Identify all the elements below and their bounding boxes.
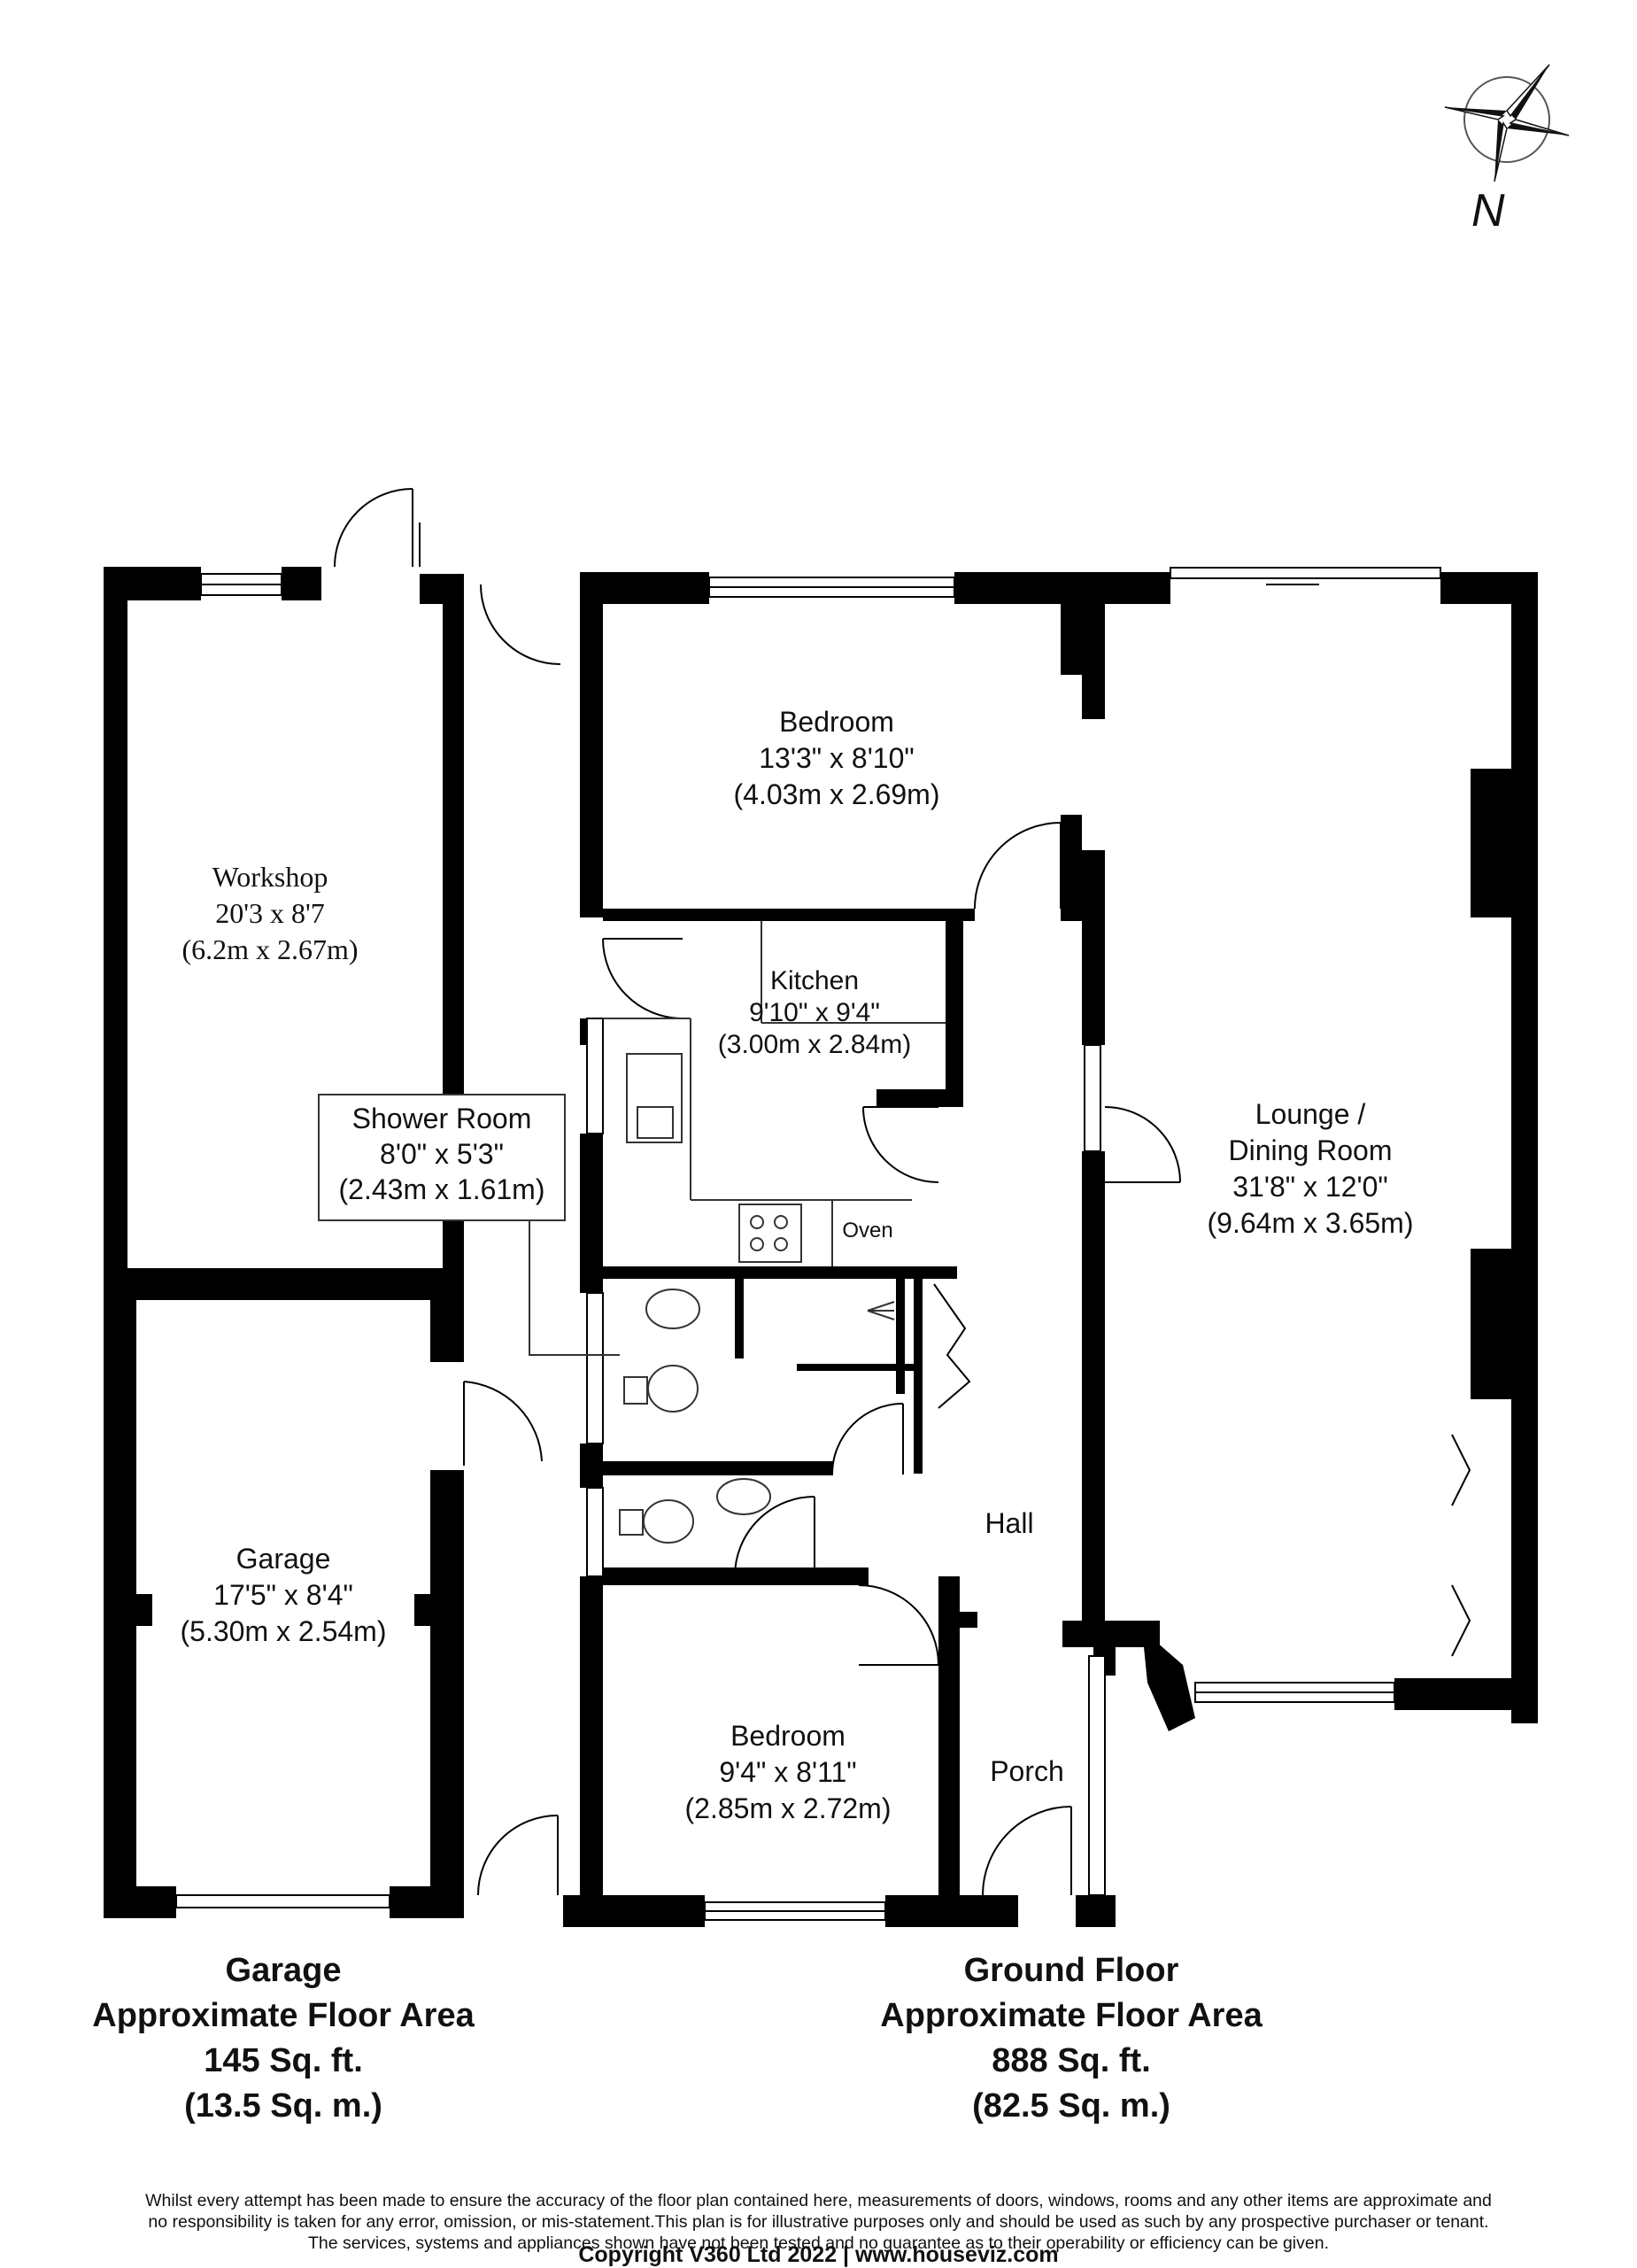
room-dims-metric: (2.43m x 1.61m) [338,1173,545,1205]
disclaimer-line-2: no responsibility is taken for any error… [148,2211,1489,2232]
area-sqm: (13.5 Sq. m.) [184,2086,382,2125]
area-title: Garage [225,1952,342,1989]
room-label-garage: Garage 17'5" x 8'4" (5.30m x 2.54m) [151,1541,416,1650]
room-dims-imperial: 31'8" x 12'0" [1232,1170,1388,1203]
room-dims-imperial: 9'10" x 9'4" [749,998,880,1027]
compass-north-label: N [1471,185,1505,236]
room-label-kitchen: Kitchen 9'10" x 9'4" (3.00m x 2.84m) [691,965,938,1061]
ground-floor-area: Ground Floor Approximate Floor Area 888 … [850,1948,1293,2129]
workshop-walls [104,567,464,1302]
area-title: Ground Floor [963,1952,1179,1989]
room-name: Garage [236,1543,331,1575]
workshop-door [334,488,421,568]
room-name: Bedroom [779,706,894,738]
room-dims-imperial: 8'0" x 5'3" [380,1138,504,1170]
room-name: Kitchen [769,966,860,995]
room-dims-metric: (5.30m x 2.54m) [180,1614,387,1647]
room-dims-metric: (6.2m x 2.67m) [181,933,359,965]
house-doors [477,584,1471,1896]
bathroom-fittings [619,1289,895,1544]
house-windows [586,567,1441,1921]
room-name-line1: Lounge / [1255,1098,1366,1130]
room-label-bedroom-2: Bedroom 9'4" x 8'11" (2.85m x 2.72m) [655,1718,921,1827]
area-sqm: (82.5 Sq. m.) [972,2086,1170,2125]
area-sqft: 888 Sq. ft. [992,2041,1151,2079]
room-dims-metric: (3.00m x 2.84m) [717,1030,912,1059]
room-label-bedroom-1: Bedroom 13'3" x 8'10" (4.03m x 2.69m) [708,704,965,813]
room-dims-imperial: 13'3" x 8'10" [759,741,915,774]
room-dims-imperial: 9'4" x 8'11" [719,1755,857,1788]
room-label-workshop: Workshop 20'3 x 8'7 (6.2m x 2.67m) [151,859,390,968]
area-sqft: 145 Sq. ft. [204,2041,363,2079]
workshop-window-top [200,573,282,596]
room-dims-imperial: 20'3 x 8'7 [215,896,325,929]
kitchen-fittings [603,921,946,1266]
garage-door-window [175,1894,390,1908]
area-subtitle: Approximate Floor Area [92,1996,475,2034]
room-name: Shower Room [351,1103,532,1134]
room-label-porch: Porch [990,1755,1064,1787]
garage-floor-area: Garage Approximate Floor Area 145 Sq. ft… [62,1948,505,2129]
house-walls [563,572,1538,1927]
disclaimer: Whilst every attempt has been made to en… [18,2191,1619,2254]
room-label-lounge: Lounge / Dining Room 31'8" x 12'0" (9.64… [1169,1096,1452,1242]
room-dims-metric: (9.64m x 3.65m) [1207,1206,1414,1239]
room-label-hall: Hall [985,1507,1034,1539]
disclaimer-line-3: The services, systems and appliances sho… [307,2233,1329,2253]
room-name: Workshop [212,861,328,893]
garage-walls [104,1300,464,1918]
room-dims-metric: (2.85m x 2.72m) [684,1792,892,1824]
oven-label: Oven [842,1219,893,1242]
garage-side-door [463,1381,543,1466]
compass-rose-icon [1444,64,1570,182]
copyright: Copyright V360 Ltd 2022 | www.houseviz.c… [578,2242,1059,2267]
shower-room-leader [318,1094,620,1356]
disclaimer-line-1: Whilst every attempt has been made to en… [145,2191,1492,2210]
area-subtitle: Approximate Floor Area [880,1996,1262,2034]
room-dims-imperial: 17'5" x 8'4" [213,1578,353,1611]
lounge-chimney [1471,769,1511,1399]
room-name-line2: Dining Room [1228,1134,1393,1166]
room-name: Bedroom [730,1720,846,1752]
room-dims-metric: (4.03m x 2.69m) [733,778,940,810]
room-label-shower-room: Shower Room 8'0" x 5'3" (2.43m x 1.61m) [319,1101,565,1207]
